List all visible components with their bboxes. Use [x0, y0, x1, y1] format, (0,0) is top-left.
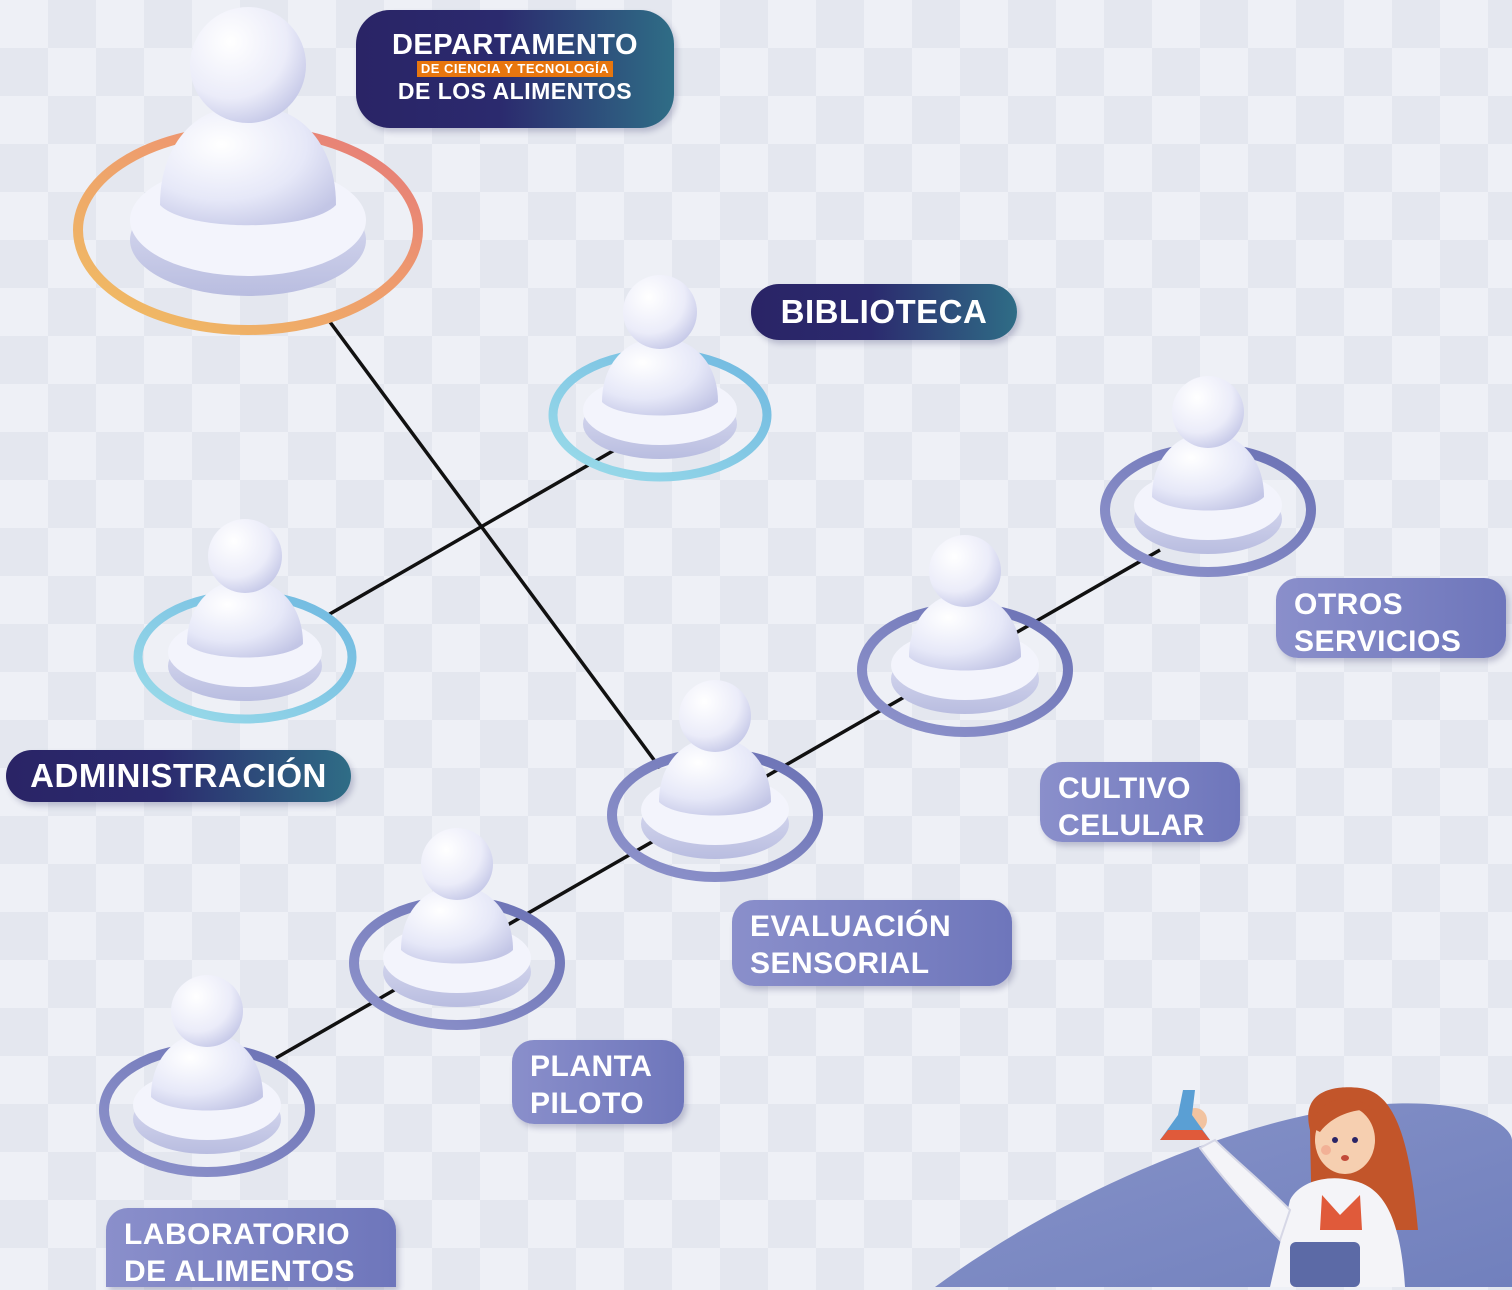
label-cultivo-celular-line1: CULTIVO: [1058, 772, 1191, 805]
connector-department-evaluacion: [328, 320, 662, 770]
label-otros-servicios-line2: SERVICIOS: [1294, 625, 1462, 658]
label-evaluacion-sensorial-line2: SENSORIAL: [750, 947, 930, 980]
department-title-line1: DEPARTAMENTO: [391, 29, 639, 61]
label-evaluacion-sensorial-line1: EVALUACIÓN: [750, 910, 952, 943]
label-planta-piloto-line1: PLANTA: [530, 1050, 653, 1083]
label-otros-servicios[interactable]: OTROS SERVICIOS: [1276, 578, 1506, 658]
label-administracion[interactable]: ADMINISTRACIÓN: [6, 750, 351, 802]
scientist-illustration: [1160, 1087, 1418, 1287]
label-biblioteca[interactable]: BIBLIOTECA: [751, 284, 1017, 340]
pawn-otros-servicios: [1100, 376, 1316, 577]
label-laboratorio-alimentos[interactable]: LABORATORIO DE ALIMENTOS: [106, 1208, 396, 1288]
pawn-biblioteca: [548, 275, 772, 482]
pawn-evaluacion-sensorial: [607, 680, 823, 882]
label-otros-servicios-line1: OTROS: [1294, 588, 1404, 621]
pawn-administracion: [133, 519, 357, 724]
department-title-badge: DEPARTAMENTO DE CIENCIA Y TECNOLOGÍA DE …: [356, 10, 674, 128]
department-title-line3: DE LOS ALIMENTOS: [397, 78, 633, 104]
label-administracion-text: ADMINISTRACIÓN: [30, 757, 327, 794]
pawn-laboratorio-alimentos: [99, 975, 315, 1177]
label-biblioteca-text: BIBLIOTECA: [780, 293, 988, 330]
label-planta-piloto-line2: PILOTO: [530, 1087, 645, 1120]
department-title-line2: DE CIENCIA Y TECNOLOGÍA: [416, 61, 614, 77]
label-cultivo-celular-line2: CELULAR: [1058, 809, 1205, 842]
connector-administracion-biblioteca: [327, 446, 619, 617]
pawn-department: [73, 7, 423, 335]
pawn-planta-piloto: [349, 828, 565, 1030]
label-laboratorio-alimentos-line2: DE ALIMENTOS: [124, 1255, 356, 1288]
background-hill: [935, 1103, 1512, 1287]
label-cultivo-celular[interactable]: CULTIVO CELULAR: [1040, 762, 1240, 842]
pawn-cultivo-celular: [857, 535, 1073, 737]
label-evaluacion-sensorial[interactable]: EVALUACIÓN SENSORIAL: [732, 900, 1012, 986]
label-planta-piloto[interactable]: PLANTA PILOTO: [512, 1040, 684, 1124]
label-laboratorio-alimentos-line1: LABORATORIO: [124, 1218, 351, 1251]
